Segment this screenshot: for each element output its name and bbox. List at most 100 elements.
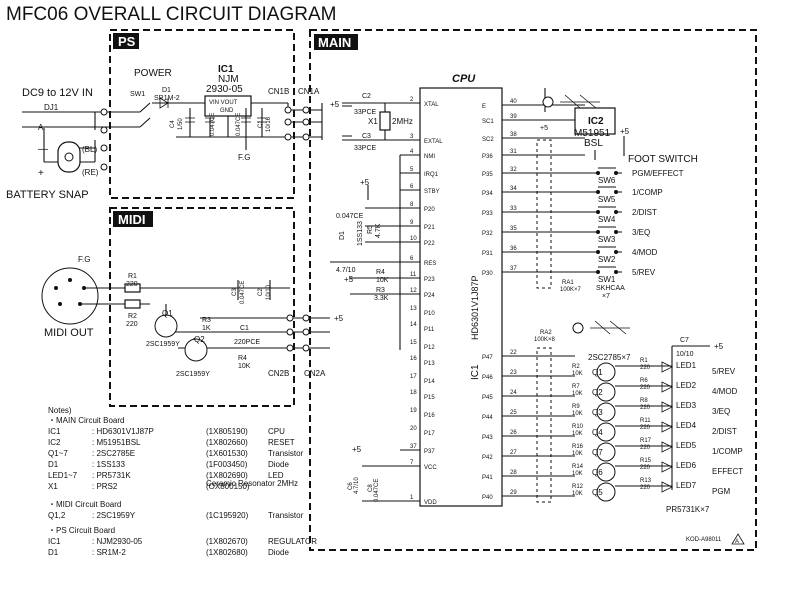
midi-fg-label: F.G [78, 255, 90, 264]
midi-q2-label: Q2 [194, 335, 205, 344]
cpu-pin-name: P13 [424, 361, 435, 367]
notes-part: : 1SS133 [92, 460, 125, 469]
led-collector-resistor-value: 220 [640, 365, 651, 371]
ps-c1-value: 0.047CE [210, 113, 216, 136]
midi-c3-value: 0.047CE [240, 281, 246, 304]
cn2b-label: CN2B [268, 369, 289, 378]
led-transistor-ref: Q7 [592, 448, 603, 457]
notes-ref: Q1,2 [48, 511, 66, 520]
ps-c1-value2: 10/16 [266, 116, 272, 132]
notes-part: : 2SC1959Y [92, 511, 136, 520]
cpu-pin-number: 2 [410, 97, 414, 103]
led-collector-resistor-value: 220 [640, 385, 651, 391]
ps-d1-label: D1 [162, 87, 171, 94]
cpu-pin-name: NMI [424, 154, 435, 160]
notes-row: LED1~7: PR5731K(1X802690)LED [48, 471, 284, 480]
main-c2-value: 33PCE [354, 109, 377, 116]
led-function: 5/REV [712, 367, 736, 376]
cpu-pin-number: 14 [410, 322, 417, 328]
led-collector-resistor-value: 220 [640, 445, 651, 451]
cpu-pin-name: P30 [482, 271, 493, 277]
notes-midi-heading: ・MIDI Circuit Board [48, 500, 121, 509]
led-base-resistor-value: 10K [572, 411, 583, 417]
main-plus5-bottom: +5 [352, 445, 362, 454]
cpu-pin-name: SC1 [482, 119, 494, 125]
main-c5-value: 4.7/10 [336, 267, 356, 274]
notes-desc: RESET [268, 438, 295, 447]
cn2a-plus5: +5 [334, 314, 344, 323]
notes-code: (1X802690) [206, 471, 248, 480]
led-base-resistor-value: 10K [572, 391, 583, 397]
led-transistor-ref: Q2 [592, 388, 603, 397]
cpu-pin-name: P24 [424, 293, 435, 299]
led-function: 4/MOD [712, 387, 738, 396]
svg-text:PS: PS [118, 34, 136, 49]
led-base-resistor-value: 10K [572, 431, 583, 437]
midi-c2-value: 10/10 [266, 284, 272, 300]
led-ref: LED3 [676, 401, 697, 410]
cpu-pin-number: 10 [410, 236, 417, 242]
notes-x1-extra: Ceramic Resonator 2MHz [206, 479, 298, 488]
sw1-label: SW1 [130, 91, 145, 98]
led-ref: LED7 [676, 481, 697, 490]
warning-triangle-icon: A [731, 533, 745, 545]
midi-connector-pins [286, 314, 294, 352]
foot-switch-ref: SW4 [598, 215, 616, 224]
battery-snap-terminal [64, 152, 74, 162]
cpu-pin-number: 28 [510, 470, 517, 476]
cpu-pin-name: P31 [482, 251, 493, 257]
midi-q2-part: 2SC1959Y [176, 371, 210, 378]
dc-input-label: DC9 to 12V IN [22, 87, 93, 99]
led-collector-resistor-ref: R13 [640, 478, 652, 484]
cpu-pin-number: 27 [510, 450, 517, 456]
foot-switch-function: PGM/EFFECT [632, 169, 684, 178]
cpu-pin-name: P22 [424, 241, 435, 247]
main-c4-value: 0.047CE [336, 213, 364, 220]
crystal-x1 [379, 111, 391, 131]
cpu-pin-number: 5 [410, 167, 414, 173]
top-pullup-arrow [560, 94, 600, 109]
cpu-pin-name: P16 [424, 413, 435, 419]
cpu-pin-number: 11 [410, 272, 417, 278]
main-r5-value: 4.7K [375, 223, 382, 238]
led-base-resistor-value: 10K [572, 451, 583, 457]
cpu-pin-number: 8 [410, 202, 414, 208]
led-transistor-ref: Q3 [592, 408, 603, 417]
cpu-chip: CPU HD6301V1J87P IC1 2XTAL3EXTAL4NMI5IRQ… [410, 73, 585, 507]
main-r4-value: 10K [376, 277, 389, 284]
cpu-pin-number: 22 [510, 350, 517, 356]
foot-switch-function: 2/DIST [632, 208, 657, 217]
main-c7-label: C7 [680, 337, 689, 344]
led-base-resistor-value: 10K [572, 371, 583, 377]
main-r4-label: R4 [376, 269, 385, 276]
main-c8-value: 0.047CE [374, 479, 380, 502]
midi-r4-value: 10K [238, 363, 251, 370]
cpu-pin-name: P35 [482, 172, 493, 178]
crystal-circuit: C2 33PCE X1 2MHz C3 33PCE [342, 93, 420, 152]
foot-switch: SW4 2/DIST [585, 206, 657, 224]
notes-desc: REGULATOR [268, 537, 317, 546]
midi-tag: MIDI [113, 211, 153, 227]
main-c2-label: C2 [362, 93, 371, 100]
cpu-pin-number: 6 [410, 256, 414, 262]
notes-ref: IC2 [48, 438, 61, 447]
ra2-label: RA2 [540, 330, 552, 336]
notes-code: (1F003450) [206, 460, 248, 469]
notes-desc: Diode [268, 460, 289, 469]
main-tag: MAIN [314, 34, 358, 50]
cpu-pin-name: STBY [424, 189, 440, 195]
cpu-pin-name: P34 [482, 191, 493, 197]
reset-ic2: IC2 M51951 BSL +5 [502, 88, 630, 160]
cpu-pin-name: IRQ1 [424, 172, 439, 178]
notes-heading: Notes) [48, 406, 72, 415]
led-ref: LED4 [676, 421, 697, 430]
cpu-pin-name: P37 [424, 449, 435, 455]
svg-text:MIDI: MIDI [118, 212, 145, 227]
cn1a-plus5: +5 [330, 100, 340, 109]
notes-row: X1: PRS2(OX800150) [48, 482, 250, 491]
led-ref: LED5 [676, 441, 697, 450]
ra1-label: RA1 [562, 280, 574, 286]
